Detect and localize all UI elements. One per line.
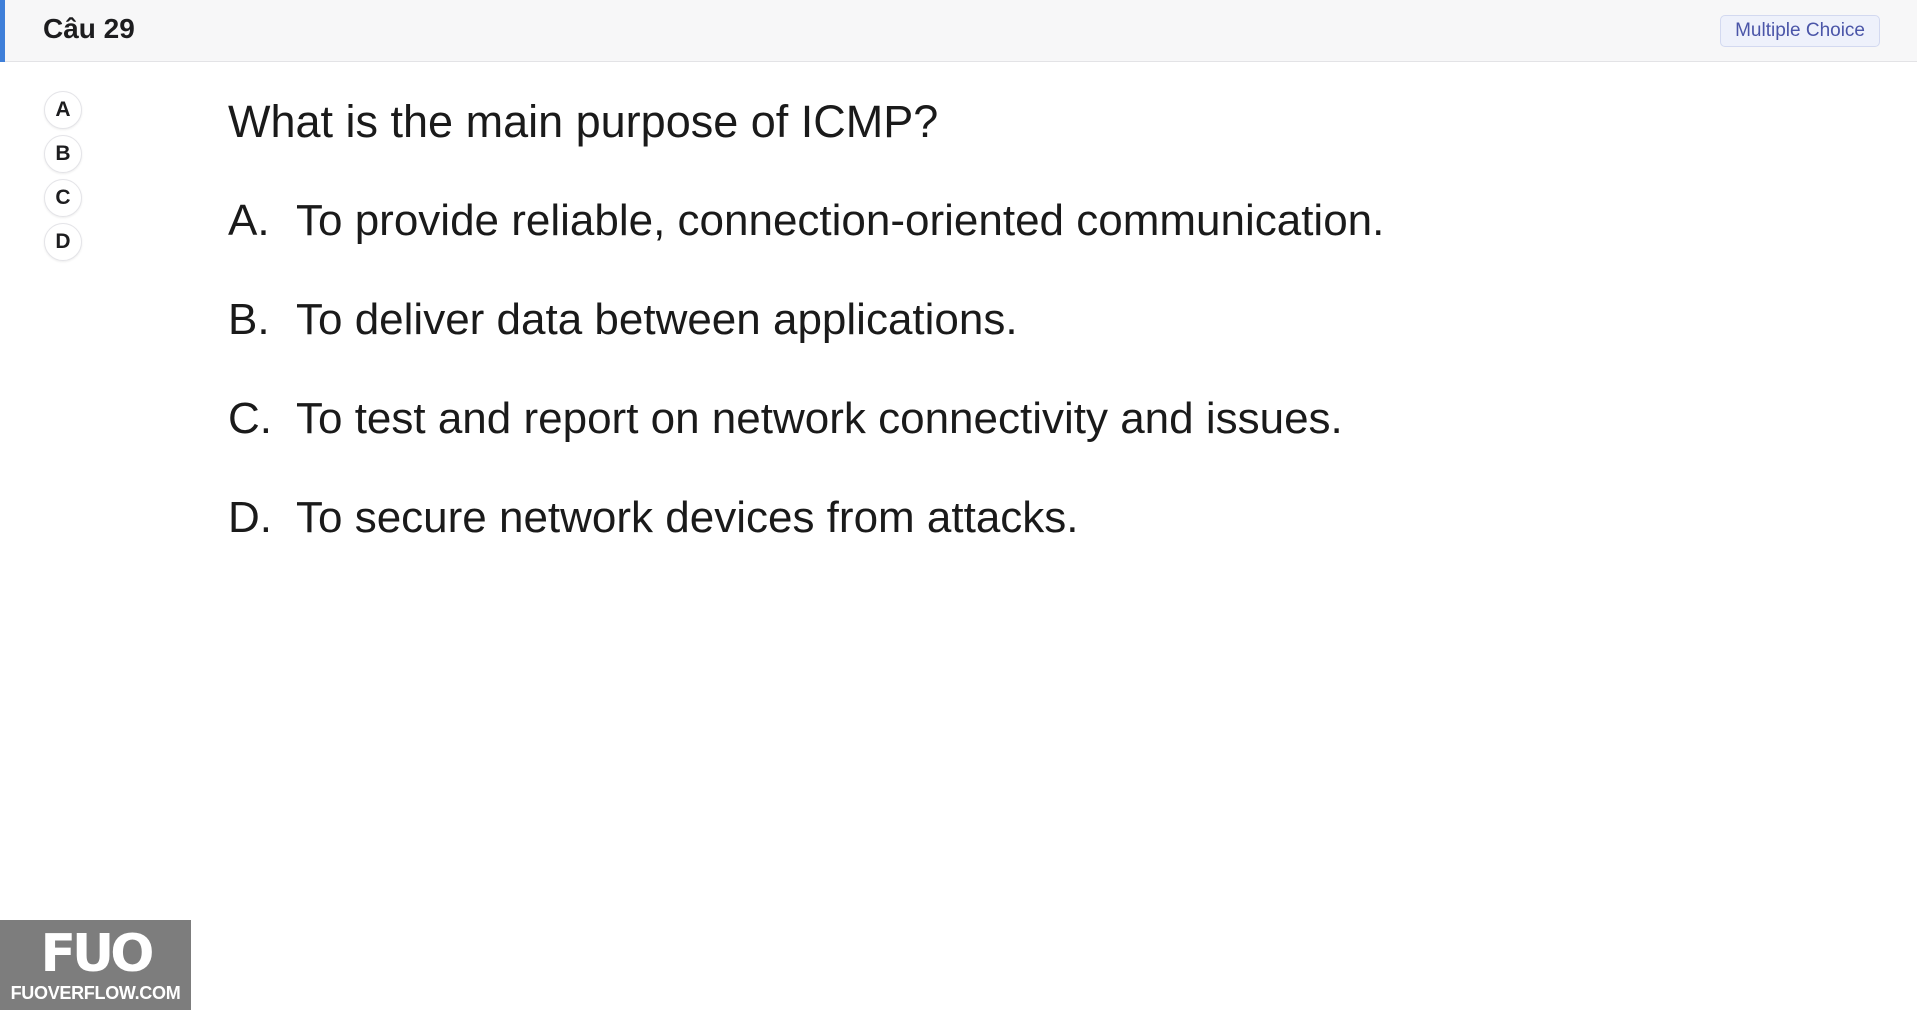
question-type-badge: Multiple Choice [1720, 15, 1880, 47]
answer-button-c[interactable]: C [44, 179, 82, 217]
header-accent-bar [0, 0, 5, 62]
answer-button-b[interactable]: B [44, 135, 82, 173]
option-a-letter: A. [228, 196, 270, 245]
option-b: B. To deliver data between applications. [228, 290, 1728, 350]
question-text: What is the main purpose of ICMP? [228, 96, 939, 147]
option-b-letter: B. [228, 295, 270, 344]
option-a: A. To provide reliable, connection-orient… [228, 191, 1728, 251]
option-b-text: To deliver data between applications. [296, 295, 1018, 344]
answer-button-a[interactable]: A [44, 91, 82, 129]
option-a-text: To provide reliable, connection-oriented… [296, 196, 1385, 245]
fuo-logo-mark: FUO [40, 924, 155, 984]
option-c-letter: C. [228, 394, 272, 443]
option-d: D. To secure network devices from attacks… [228, 488, 1728, 548]
fuoverflow-watermark-logo: FUO FUOVERFLOW.COM [0, 920, 191, 1010]
fuoverflow-logo-text: FUOVERFLOW.COM [10, 983, 181, 1003]
option-c: C. To test and report on network connecti… [228, 389, 1728, 449]
question-number-title: Câu 29 [43, 13, 135, 44]
answer-button-d[interactable]: D [44, 223, 82, 261]
question-image-content: What is the main purpose of ICMP? A. To p… [228, 92, 1728, 548]
answer-selector: A B C D [44, 91, 84, 267]
option-c-text: To test and report on network connectivi… [296, 394, 1343, 443]
option-d-letter: D. [228, 493, 272, 542]
option-d-text: To secure network devices from attacks. [296, 493, 1079, 542]
question-header: Câu 29 Multiple Choice [0, 0, 1917, 62]
